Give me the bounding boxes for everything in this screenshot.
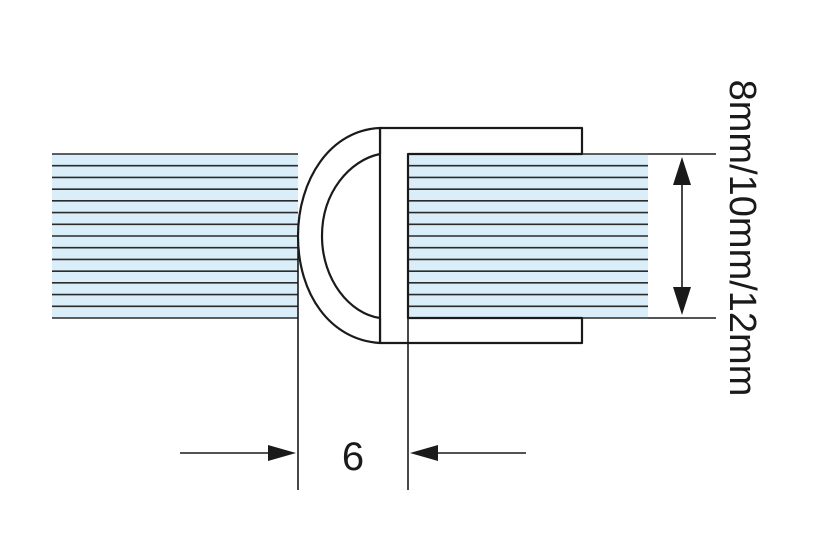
right-glass-panel (408, 153, 648, 319)
thickness-arrow-up-head (673, 157, 691, 185)
thickness-dimension: 8mm/10mm/12mm (648, 80, 763, 397)
thickness-arrow-down-head (673, 287, 691, 315)
half-round-bulb (296, 126, 382, 345)
gap-arrow-left-head (268, 445, 296, 461)
thickness-dimension-label: 8mm/10mm/12mm (721, 80, 763, 397)
gap-dimension-label: 6 (342, 435, 364, 479)
right-glass-stripes (408, 153, 648, 319)
left-glass-stripes (52, 153, 298, 319)
gap-arrow-right-head (410, 445, 438, 461)
left-glass-panel (52, 153, 298, 319)
gap-dimension: 6 (180, 236, 526, 490)
